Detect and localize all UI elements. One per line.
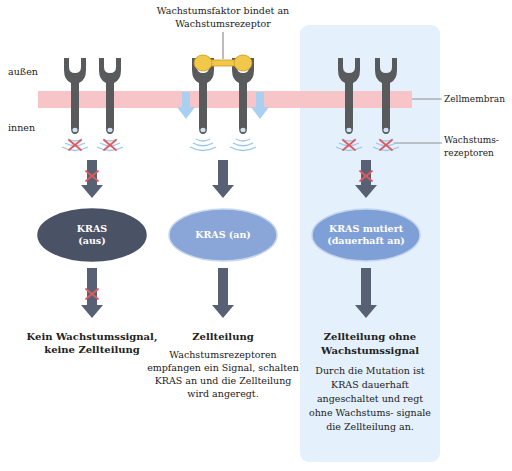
outcome-text: Wachstumsrezeptoren empfangen ein Signal… xyxy=(146,348,300,400)
down-arrow xyxy=(212,160,234,198)
growth-receptor xyxy=(338,58,360,134)
node-label: KRAS (an) xyxy=(195,229,251,241)
red-cross xyxy=(360,171,372,181)
side-label: innen xyxy=(8,121,48,134)
signal-waves xyxy=(97,139,123,151)
text-wrap: KRAS (aus) xyxy=(64,223,120,247)
signal-arrow xyxy=(177,92,195,119)
growth-receptor xyxy=(232,58,254,134)
kras-ellipse: KRAS mutiert (dauerhaft an) xyxy=(311,208,421,262)
text-area: KRAS (aus) xyxy=(37,208,147,262)
red-cross xyxy=(343,140,355,150)
growth-factor xyxy=(194,55,212,71)
ellipse-shape xyxy=(38,209,146,261)
growth-receptor xyxy=(64,58,86,134)
outcome-heading: Kein Wachstumssignal, keine Zellteilung xyxy=(17,330,167,356)
cell-membrane xyxy=(38,91,412,108)
red-cross xyxy=(86,289,98,299)
signal-arrow xyxy=(251,92,269,119)
kras-ellipse: KRAS (an) xyxy=(168,208,278,262)
growth-receptor xyxy=(192,58,214,134)
part-label: Zellmembran xyxy=(444,93,512,106)
leader-line xyxy=(412,99,442,100)
ellipse-shape xyxy=(169,209,277,261)
signal-waves xyxy=(373,139,399,151)
leader-line xyxy=(223,32,224,59)
signal-waves xyxy=(230,139,256,151)
text-wrap: KRAS mutiert (dauerhaft an) xyxy=(320,223,412,247)
signal-waves xyxy=(336,139,362,151)
outcome-heading: Zellteilung ohne Wachstumssignal xyxy=(304,330,436,358)
part-label: Wachstums- rezeptoren xyxy=(444,134,510,160)
side-label: außen xyxy=(8,65,48,78)
down-arrow xyxy=(355,160,377,198)
growth-receptor xyxy=(99,58,121,134)
red-cross xyxy=(86,171,98,181)
kras-ellipse: KRAS (aus) xyxy=(37,208,147,262)
mutation-band: Zellteilung ohne WachstumssignalDurch di… xyxy=(300,25,440,462)
red-cross xyxy=(380,140,392,150)
signal-waves xyxy=(62,139,88,151)
text-wrap: KRAS (an) xyxy=(195,229,251,241)
band-shape xyxy=(300,25,440,462)
outcome-text: Durch die Mutation ist KRAS dauerhaft an… xyxy=(304,364,436,434)
leader-line xyxy=(394,143,442,144)
text-area: KRAS mutiert (dauerhaft an) xyxy=(311,208,421,262)
outcome-heading: Zellteilung xyxy=(148,330,298,343)
down-arrow xyxy=(81,268,103,318)
growth-factor-bar xyxy=(203,60,243,66)
down-arrow xyxy=(81,160,103,198)
down-arrow xyxy=(355,268,377,318)
red-cross xyxy=(69,140,81,150)
text-area: Zellteilung ohne WachstumssignalDurch di… xyxy=(304,330,436,434)
growth-factor xyxy=(234,55,252,71)
node-label: KRAS mutiert (dauerhaft an) xyxy=(320,223,412,247)
down-arrow xyxy=(212,268,234,318)
growth-receptor xyxy=(375,58,397,134)
node-label: KRAS (aus) xyxy=(64,223,120,247)
text-area: KRAS (an) xyxy=(168,208,278,262)
ellipse-shape xyxy=(312,209,420,261)
signal-waves xyxy=(190,139,216,151)
red-cross xyxy=(104,140,116,150)
callout-text: Wachstumsfaktor bindet an Wachstumsrezep… xyxy=(148,4,298,30)
